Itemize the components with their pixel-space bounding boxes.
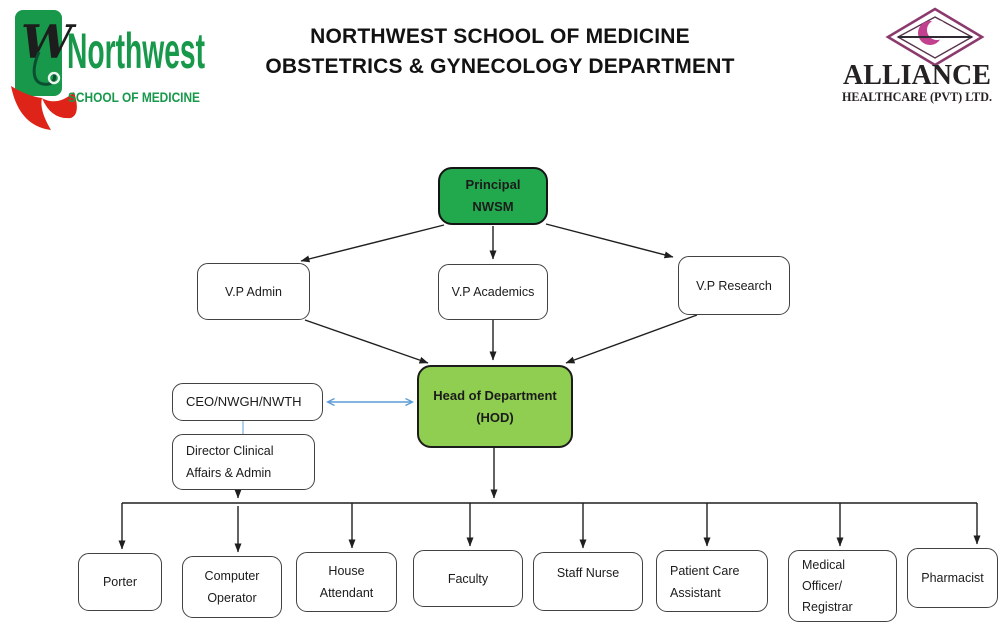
node-label: Pharmacist: [921, 571, 984, 585]
logo-red-petal-left: [11, 86, 51, 130]
northwest-wordmark: Northwest: [67, 23, 205, 79]
org-node-staff-nurse: Staff Nurse: [533, 552, 643, 611]
org-node-vp-research: V.P Research: [678, 256, 790, 315]
node-label: Attendant: [319, 586, 374, 600]
node-label: V.P Research: [696, 278, 772, 293]
org-node-porter: Porter: [78, 553, 162, 611]
org-node-house-attendant: House Attendant: [296, 552, 397, 612]
org-node-director-clinical: Director Clinical Affairs & Admin: [172, 434, 315, 490]
node-label: Principal: [465, 177, 521, 192]
connector-principal-vp-admin: [300, 224, 445, 263]
org-node-vp-admin: V.P Admin: [197, 263, 310, 320]
title-line-1: NORTHWEST SCHOOL OF MEDICINE: [310, 25, 690, 48]
alliance-wordmark: ALLIANCE: [843, 60, 991, 91]
black-connectors: [118, 223, 981, 553]
org-node-computer-operator: Computer Operator: [182, 556, 282, 618]
connector-vp-research-hod: [565, 314, 698, 364]
node-label: Director Clinical: [186, 444, 274, 458]
alliance-tagline: HEALTHCARE (PVT) LTD.: [842, 90, 992, 104]
node-label: Staff Nurse: [556, 566, 620, 580]
node-label: V.P Admin: [225, 284, 282, 299]
stethoscope-bell-icon: [47, 71, 61, 85]
blue-connectors: [242, 402, 412, 434]
org-node-patient-care-assistant: Patient Care Assistant: [656, 550, 768, 612]
node-label: Porter: [102, 575, 138, 589]
northwest-monogram: W: [21, 15, 77, 69]
node-label: Head of Department: [433, 387, 557, 403]
org-node-pharmacist: Pharmacist: [907, 548, 998, 608]
northwest-tagline: SCHOOL OF MEDICINE: [68, 89, 200, 105]
connector-principal-vp-research: [545, 223, 674, 259]
page-title: NORTHWEST SCHOOL OF MEDICINE OBSTETRICS …: [240, 22, 760, 82]
org-node-faculty: Faculty: [413, 550, 523, 607]
org-node-principal: Principal NWSM: [438, 167, 548, 225]
alliance-diamond-inner: [896, 16, 974, 59]
node-label: Faculty: [447, 571, 489, 586]
node-label: Assistant: [670, 586, 721, 600]
org-node-vp-academics: V.P Academics: [438, 264, 548, 320]
org-node-hod: Head of Department (HOD): [417, 365, 573, 448]
node-label: Registrar: [802, 600, 853, 614]
node-label: Operator: [207, 591, 257, 605]
node-label: Patient Care: [670, 564, 740, 578]
alliance-crescent-cutout: [927, 20, 947, 40]
org-node-medical-officer-registrar: Medical Officer/ Registrar: [788, 550, 897, 622]
node-label: V.P Academics: [451, 285, 535, 299]
node-label: Officer/: [802, 579, 843, 593]
node-label: Medical: [802, 558, 846, 572]
connector-vp-admin-hod: [304, 319, 429, 364]
org-node-ceo: CEO/NWGH/NWTH: [172, 383, 323, 421]
node-label: CEO/NWGH/NWTH: [186, 394, 302, 409]
northwest-logo: W Northwest SCHOOL OF MEDICINE: [11, 10, 205, 130]
stethoscope-icon: [32, 51, 57, 86]
node-label: Affairs & Admin: [186, 466, 272, 480]
node-label: NWSM: [472, 199, 514, 214]
alliance-diamond-outer: [885, 7, 985, 67]
node-label: (HOD): [476, 409, 514, 425]
node-label: House: [328, 564, 365, 578]
title-line-2: OBSTETRICS & GYNECOLOGY DEPARTMENT: [265, 55, 735, 78]
node-label: Computer: [204, 569, 260, 583]
logo-red-petal-right: [42, 92, 77, 119]
alliance-logo: ALLIANCE HEALTHCARE (PVT) LTD.: [842, 7, 992, 104]
